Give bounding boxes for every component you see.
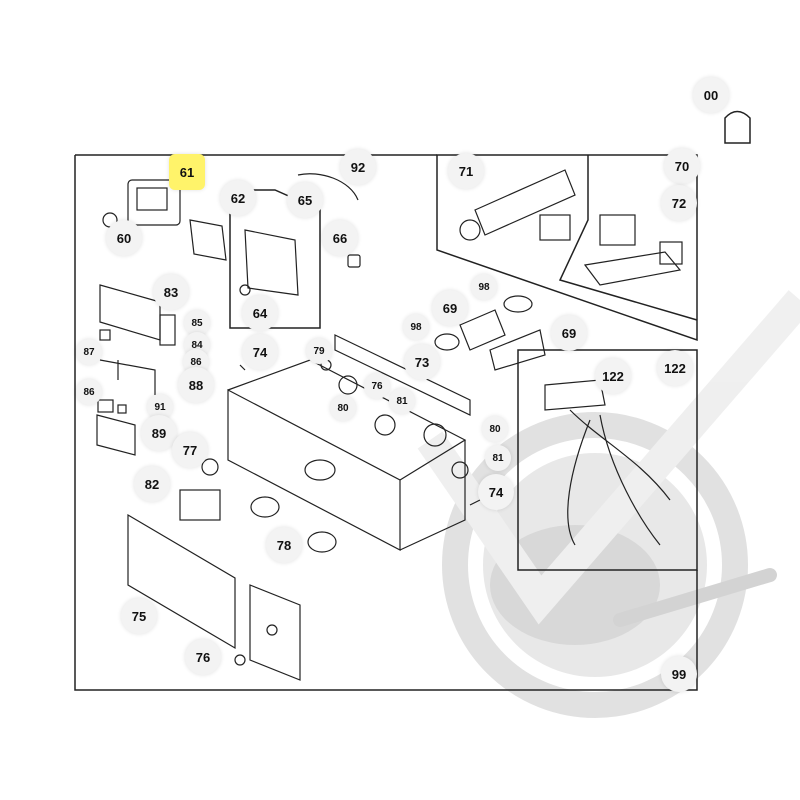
callout-61-highlighted[interactable]: 61 [169,154,205,190]
callout-92[interactable]: 92 [340,149,376,185]
callout-85[interactable]: 85 [184,310,210,336]
callout-78[interactable]: 78 [266,527,302,563]
callout-80[interactable]: 80 [330,395,356,421]
callout-00[interactable]: 00 [693,77,729,113]
callout-86[interactable]: 86 [76,379,102,405]
callout-65[interactable]: 65 [287,182,323,218]
callout-89[interactable]: 89 [141,415,177,451]
callout-77[interactable]: 77 [172,432,208,468]
callout-73[interactable]: 73 [404,344,440,380]
callout-122[interactable]: 122 [657,350,693,386]
callout-81[interactable]: 81 [389,388,415,414]
watermark-logo [417,290,800,718]
callout-74[interactable]: 74 [242,334,278,370]
callout-60[interactable]: 60 [106,220,142,256]
callout-62[interactable]: 62 [220,180,256,216]
callout-82[interactable]: 82 [134,466,170,502]
callout-98[interactable]: 98 [403,314,429,340]
callout-75[interactable]: 75 [121,598,157,634]
callout-83[interactable]: 83 [153,274,189,310]
frames [74,154,698,691]
callout-69[interactable]: 69 [432,290,468,326]
callout-87[interactable]: 87 [76,339,102,365]
callout-88[interactable]: 88 [178,367,214,403]
callout-122[interactable]: 122 [595,358,631,394]
callout-76[interactable]: 76 [185,639,221,675]
callout-81[interactable]: 81 [485,445,511,471]
callout-74[interactable]: 74 [478,474,514,510]
callout-72[interactable]: 72 [661,185,697,221]
callout-99[interactable]: 99 [661,656,697,692]
callout-71[interactable]: 71 [448,153,484,189]
callout-76[interactable]: 76 [364,373,390,399]
callout-66[interactable]: 66 [322,220,358,256]
callout-70[interactable]: 70 [664,148,700,184]
callout-64[interactable]: 64 [242,295,278,331]
callout-69[interactable]: 69 [551,315,587,351]
callout-98[interactable]: 98 [471,274,497,300]
callout-80[interactable]: 80 [482,416,508,442]
parts [96,169,683,681]
callout-79[interactable]: 79 [306,338,332,364]
